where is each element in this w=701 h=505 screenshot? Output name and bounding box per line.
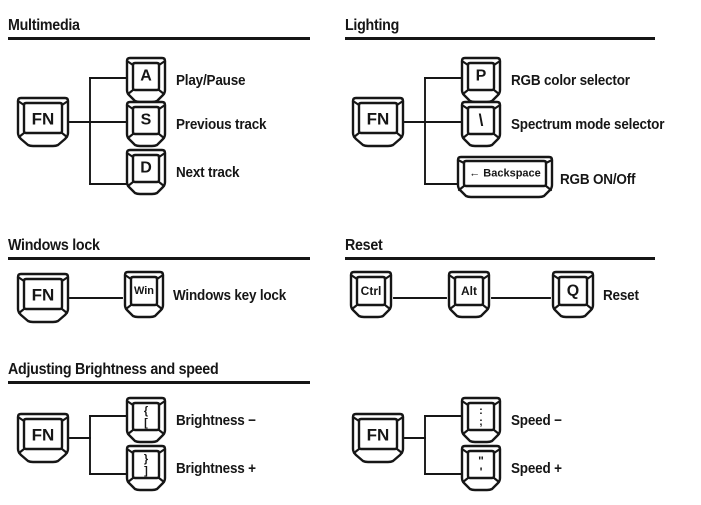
label-rgb-color-selector: RGB color selector	[511, 73, 630, 89]
keycap-label: P	[476, 68, 487, 85]
connector-brightness-tree	[69, 412, 128, 478]
keycap-fn-speed[interactable]: FN	[349, 412, 407, 464]
keycap-a[interactable]: A	[124, 56, 168, 104]
keycap-label-upper: :	[479, 405, 483, 417]
keycap-label: FN	[32, 110, 55, 129]
label-speed-minus: Speed −	[511, 413, 562, 429]
section-windows-lock: Windows lock	[8, 238, 310, 260]
keycap-label: FN	[367, 426, 390, 445]
section-rule	[345, 256, 655, 260]
keycap-label: FN	[32, 426, 55, 445]
keycap-label-lower: ;	[479, 416, 483, 428]
connector-speed-tree	[404, 412, 463, 478]
keycap-s[interactable]: S	[124, 100, 168, 148]
keycap-label: FN	[32, 286, 55, 305]
keycap-fn-brightness[interactable]: FN	[14, 412, 72, 464]
keycap-backspace[interactable]: ← Backspace	[455, 155, 555, 199]
keycap-fn-windows-lock[interactable]: FN	[14, 272, 72, 324]
section-rule	[8, 36, 310, 40]
label-brightness-minus: Brightness −	[176, 413, 256, 429]
keycap-bracket-open[interactable]: { [	[124, 396, 168, 444]
label-brightness-plus: Brightness +	[176, 461, 256, 477]
keycap-label: A	[140, 68, 152, 85]
section-title-brightness-speed: Adjusting Brightness and speed	[8, 361, 219, 378]
keycap-label-lower: ]	[144, 465, 148, 477]
section-title-lighting: Lighting	[345, 17, 400, 34]
section-title-windows-lock: Windows lock	[8, 237, 100, 254]
section-rule	[345, 36, 655, 40]
keycap-label: \	[479, 111, 484, 130]
keycap-label-upper: {	[144, 405, 149, 417]
connector-alt-q	[491, 295, 551, 301]
keycap-label: Win	[134, 285, 154, 297]
label-next-track: Next track	[176, 165, 240, 181]
keycap-label: Q	[567, 283, 579, 300]
keycap-label: D	[140, 160, 152, 177]
keycap-quote[interactable]: " '	[459, 444, 503, 492]
section-lighting: Lighting	[345, 18, 655, 40]
label-spectrum-mode-selector: Spectrum mode selector	[511, 117, 665, 133]
section-title-reset: Reset	[345, 237, 383, 254]
keycap-label: FN	[367, 110, 390, 129]
label-previous-track: Previous track	[176, 117, 267, 133]
label-rgb-on-off: RGB ON/Off	[560, 172, 636, 188]
keycap-fn-lighting[interactable]: FN	[349, 96, 407, 148]
connector-ctrl-alt	[393, 295, 447, 301]
connector-windows-lock	[69, 295, 123, 301]
section-rule	[8, 380, 310, 384]
keycap-label-lower: [	[144, 417, 148, 429]
keycap-label: ← Backspace	[469, 168, 541, 180]
label-windows-key-lock: Windows key lock	[173, 288, 287, 304]
keycap-label-upper: "	[478, 454, 484, 468]
label-speed-plus: Speed +	[511, 461, 562, 477]
keycap-d[interactable]: D	[124, 148, 168, 196]
label-reset: Reset	[603, 288, 639, 304]
keycap-win[interactable]: Win	[122, 270, 166, 320]
keycap-bracket-close[interactable]: } ]	[124, 444, 168, 492]
keycap-q[interactable]: Q	[550, 270, 596, 320]
keycap-p[interactable]: P	[459, 56, 503, 104]
section-reset: Reset	[345, 238, 655, 260]
keycap-semicolon[interactable]: : ;	[459, 396, 503, 444]
keycap-label-upper: }	[144, 453, 149, 465]
connector-multimedia-tree	[69, 74, 128, 190]
label-play-pause: Play/Pause	[176, 73, 246, 89]
keycap-label: S	[141, 112, 152, 129]
keycap-label: Alt	[461, 284, 477, 298]
keycap-fn-multimedia[interactable]: FN	[14, 96, 72, 148]
keycap-label-lower: '	[480, 465, 483, 479]
keycap-label: Ctrl	[361, 284, 382, 298]
section-brightness-speed: Adjusting Brightness and speed	[8, 362, 310, 384]
section-title-multimedia: Multimedia	[8, 17, 80, 34]
keycap-backslash[interactable]: \	[459, 100, 503, 148]
keycap-ctrl[interactable]: Ctrl	[348, 270, 394, 320]
keycap-alt[interactable]: Alt	[446, 270, 492, 320]
section-multimedia: Multimedia	[8, 18, 310, 40]
section-rule	[8, 256, 310, 260]
